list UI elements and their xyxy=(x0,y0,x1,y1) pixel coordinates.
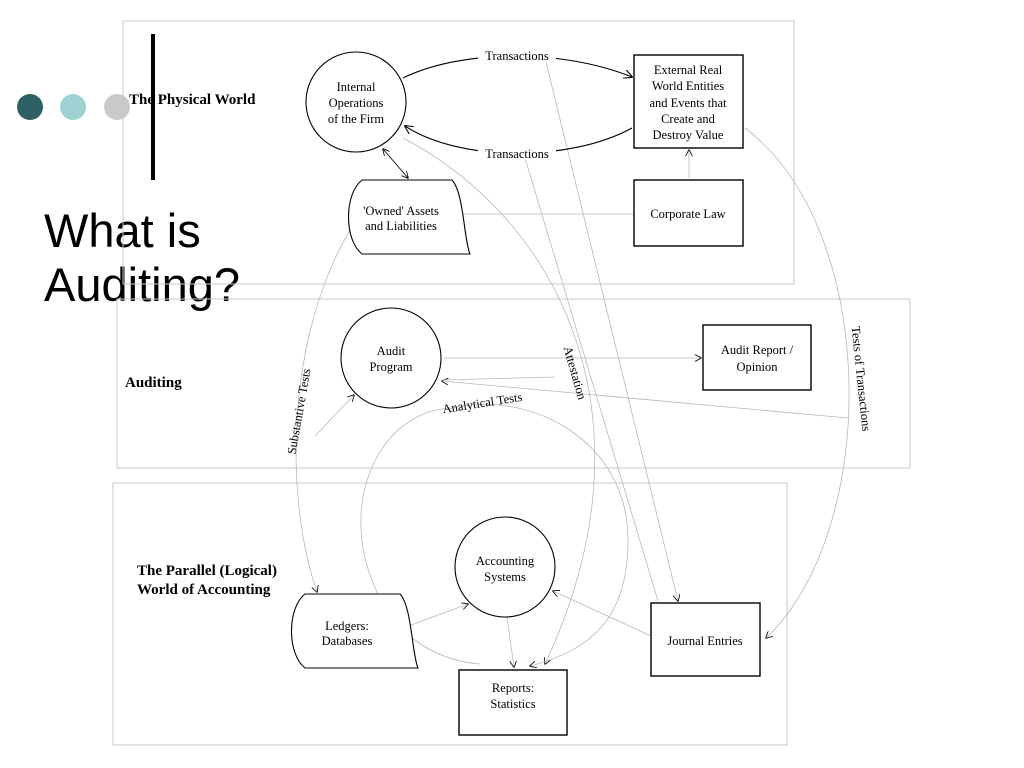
node-reports: Reports: Statistics xyxy=(458,669,568,736)
node-reports-line-2: Statistics xyxy=(490,697,535,711)
accent-dot-1 xyxy=(17,94,43,120)
node-external-line-4: Create and xyxy=(661,112,716,126)
node-owned-line-1: 'Owned' Assets xyxy=(363,204,439,218)
accent-dot-2 xyxy=(60,94,86,120)
node-external-entities: External Real World Entities and Events … xyxy=(633,54,744,149)
node-ledgers: Ledgers: Databases xyxy=(290,593,419,669)
node-corporate-law: Corporate Law xyxy=(633,179,744,247)
edge-label-analytical-tests: Analytical Tests xyxy=(442,390,524,416)
edge-label-transactions-top: Transactions xyxy=(485,49,549,63)
node-audit-program-line-1: Audit xyxy=(377,344,406,358)
node-accounting-line-1: Accounting xyxy=(476,554,535,568)
node-internal-ops-line-1: Internal xyxy=(337,80,376,94)
node-internal-ops-line-2: Operations xyxy=(329,96,384,110)
section-label-logical-line-2: World of Accounting xyxy=(137,582,271,598)
node-audit-report-line-2: Opinion xyxy=(737,360,779,374)
section-label-logical-line-1: The Parallel (Logical) xyxy=(137,563,277,579)
node-ledgers-line-2: Databases xyxy=(322,634,373,648)
section-label-physical-world: The Physical World xyxy=(129,92,256,108)
node-external-line-2: World Entities xyxy=(652,79,724,93)
node-internal-operations: Internal Operations of the Firm xyxy=(305,51,407,153)
node-audit-program-line-2: Program xyxy=(369,360,412,374)
auditing-frame xyxy=(116,298,911,469)
internal-assets-link xyxy=(383,149,408,178)
node-external-line-5: Destroy Value xyxy=(653,128,724,142)
accent-dot-3 xyxy=(104,94,130,120)
node-corporate-law-label: Corporate Law xyxy=(650,207,725,221)
node-external-line-3: and Events that xyxy=(649,96,727,110)
node-reports-line-1: Reports: xyxy=(492,681,534,695)
edge-label-substantive-tests: Substantive Tests xyxy=(285,367,314,455)
edge-label-tests-of-transactions: Tests of Transactions xyxy=(849,325,874,431)
edge-label-transactions-bottom: Transactions xyxy=(485,147,549,161)
node-journal-entries: Journal Entries xyxy=(650,602,761,677)
node-ledgers-line-1: Ledgers: xyxy=(325,619,369,633)
node-audit-report-line-1: Audit Report / xyxy=(721,343,794,357)
node-accounting-systems: Accounting Systems xyxy=(454,516,556,618)
node-journal-entries-label: Journal Entries xyxy=(667,634,742,648)
node-internal-ops-line-3: of the Firm xyxy=(328,112,385,126)
node-owned-assets: 'Owned' Assets and Liabilities xyxy=(347,179,471,255)
node-audit-program: Audit Program xyxy=(340,307,442,409)
node-external-line-1: External Real xyxy=(654,63,723,77)
section-label-auditing: Auditing xyxy=(125,375,182,391)
gray-connectors xyxy=(295,61,850,667)
node-accounting-line-2: Systems xyxy=(484,570,526,584)
title-accent-bar xyxy=(151,34,155,180)
node-audit-report: Audit Report / Opinion xyxy=(702,324,812,391)
node-owned-line-2: and Liabilities xyxy=(365,219,437,233)
physical-world-frame xyxy=(122,20,795,285)
slide-title-line-1: What is xyxy=(44,204,201,257)
